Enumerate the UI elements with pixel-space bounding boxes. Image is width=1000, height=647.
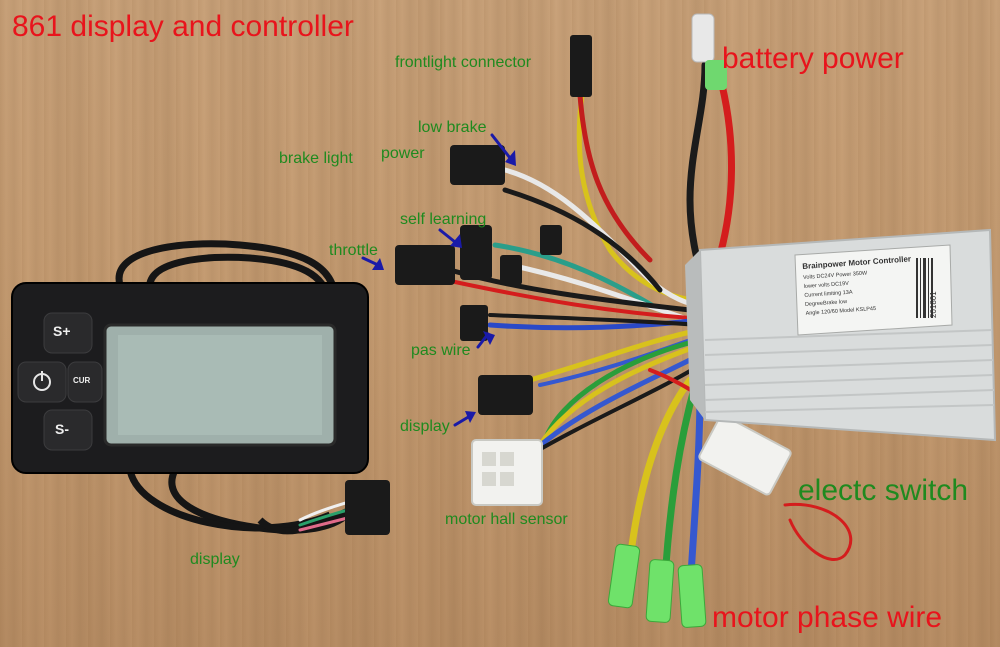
controller-sticker: Brainpower Motor Controller Volts DC24V … <box>802 254 916 316</box>
frontlight-plug <box>570 35 592 97</box>
label-display-cable: display <box>190 551 240 568</box>
button-plus-label: S+ <box>53 323 71 339</box>
label-motor-hall-sensor: motor hall sensor <box>445 511 568 528</box>
self-learning-plug <box>460 225 492 280</box>
label-self-learning: self learning <box>400 211 487 228</box>
switch-plug <box>698 414 792 496</box>
phase-terminals <box>607 543 707 628</box>
image-title: 861 display and controller <box>12 10 354 43</box>
button-minus-label: S- <box>55 421 69 437</box>
pas-plug <box>460 305 488 341</box>
label-throttle: throttle <box>329 242 378 259</box>
battery-terminal <box>691 13 715 63</box>
display-plug <box>478 375 533 415</box>
label-motor-phase-wire: motor phase wire <box>712 601 943 634</box>
controller-serial: 201801 <box>929 291 938 318</box>
brake-plug <box>450 145 505 185</box>
black-connectors <box>345 35 592 535</box>
throttle-plug <box>395 245 455 285</box>
display-unit <box>11 282 369 474</box>
controller-box <box>685 228 997 442</box>
button-cur-label: CUR <box>73 376 91 385</box>
label-brake-light: brake light <box>279 150 353 167</box>
label-electc-switch: electc switch <box>798 474 969 507</box>
display-cable-plug <box>345 480 390 535</box>
label-low-brake: low brake <box>418 119 487 136</box>
label-power: power <box>381 145 425 162</box>
label-battery-power: battery power <box>722 42 904 75</box>
label-display-connector: display <box>400 418 450 435</box>
label-pas-wire: pas wire <box>411 342 471 359</box>
annotation-arrows <box>361 133 516 427</box>
wire-bundle <box>298 61 853 594</box>
label-frontlight-connector: frontlight connector <box>395 54 532 71</box>
